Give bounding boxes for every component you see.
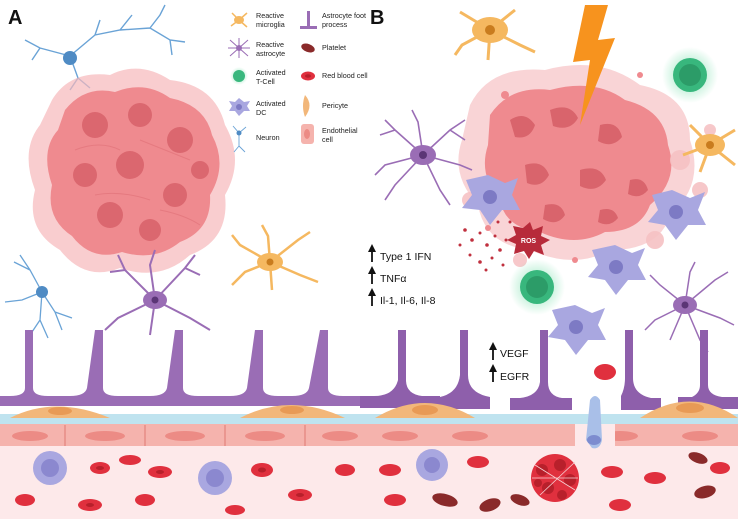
legend-label-dc-1: Activated (256, 99, 286, 108)
microglia-a (231, 224, 319, 291)
dc-b-1 (462, 175, 520, 225)
astrocyte-b-left (374, 109, 473, 206)
legend-label-astrocyte-1: Reactive (256, 40, 284, 49)
legend-astrocyte-icon (228, 38, 250, 58)
basement-membrane-a (0, 414, 370, 424)
marker-vegf: VEGF (489, 342, 529, 360)
astrocyte-a (104, 249, 211, 336)
microglia-b-right (682, 123, 736, 173)
legend-label-tcell-2: T-Cell (256, 77, 275, 86)
legend-label-foot-process-1: Astrocyte foot (322, 11, 366, 20)
neuron-top (24, 4, 186, 91)
legend-label-tcell-1: Activated (256, 68, 286, 77)
neuron-left (4, 254, 73, 339)
marker-type1-ifn-label: Type 1 IFN (380, 251, 431, 263)
panel-b-label: B (370, 7, 384, 29)
astrocyte-foot-processes-b (360, 330, 738, 410)
tcell-b-mid (509, 259, 565, 315)
legend-label-microglia-2: microglia (256, 20, 285, 29)
legend-endothelial-icon (301, 124, 314, 144)
astrocyte-foot-processes-a (0, 330, 365, 406)
astrocyte-b-right (644, 261, 735, 353)
marker-interleukins: Il-1, Il-6, Il-8 (368, 288, 436, 307)
legend-label-dc-2: DC (256, 108, 266, 117)
marker-interleukins-label: Il-1, Il-6, Il-8 (380, 295, 436, 307)
legend-pericyte-icon (303, 95, 310, 117)
ros-burst: ROS (507, 222, 550, 259)
tumor-mass-b (458, 65, 716, 267)
legend-label-microglia-1: Reactive (256, 11, 284, 20)
dc-b-3 (588, 245, 646, 295)
legend-label-endothelial-1: Endothelial (322, 126, 358, 135)
panel-a: A (0, 4, 370, 519)
tumor-mass-a (28, 68, 236, 273)
legend-platelet-icon (301, 43, 315, 53)
pericytes-a (10, 405, 345, 418)
blood-cells-a (15, 451, 355, 515)
legend-label-neuron: Neuron (256, 133, 280, 142)
legend-foot-process-icon (300, 11, 317, 29)
transmigrating-cell (586, 396, 602, 449)
legend-label-pericyte: Pericyte (322, 101, 348, 110)
marker-vegf-label: VEGF (500, 348, 529, 360)
ros-particles (458, 220, 512, 272)
endothelium-a (0, 424, 370, 446)
marker-egfr-label: EGFR (500, 371, 530, 383)
legend-label-endothelial-2: cell (322, 135, 333, 144)
ros-label: ROS (521, 238, 537, 245)
pericytes-b (375, 401, 738, 418)
marker-egfr: EGFR (489, 364, 530, 383)
panel-b: B (360, 5, 738, 519)
dc-b-4 (548, 305, 606, 355)
legend-label-rbc: Red blood cell (322, 71, 368, 80)
blood-cells-b (379, 364, 730, 512)
legend-microglia-icon (230, 12, 248, 28)
tcell-b-top (662, 47, 718, 103)
legend-tcell-icon (230, 67, 248, 85)
endothelium-b (370, 424, 738, 446)
panel-a-label: A (8, 7, 22, 29)
marker-tnfa-label: TNFα (380, 273, 406, 285)
legend-label-platelet: Platelet (322, 43, 346, 52)
marker-type1-ifn: Type 1 IFN (368, 244, 431, 263)
legend-label-foot-process-2: process (322, 20, 348, 29)
legend-label-astrocyte-2: astrocyte (256, 49, 285, 58)
legend-neuron-icon (232, 125, 247, 153)
legend-rbc-icon (301, 71, 315, 81)
thrombus (531, 454, 579, 502)
marker-tnfa: TNFα (368, 266, 406, 285)
basement-membrane-b (370, 414, 738, 424)
dc-b-2 (648, 190, 706, 240)
legend: Reactive microglia Reactive astrocyte Ac… (228, 11, 368, 153)
lightning-icon (573, 5, 615, 125)
microglia-b-top (453, 8, 536, 61)
legend-dc-icon (229, 98, 250, 116)
